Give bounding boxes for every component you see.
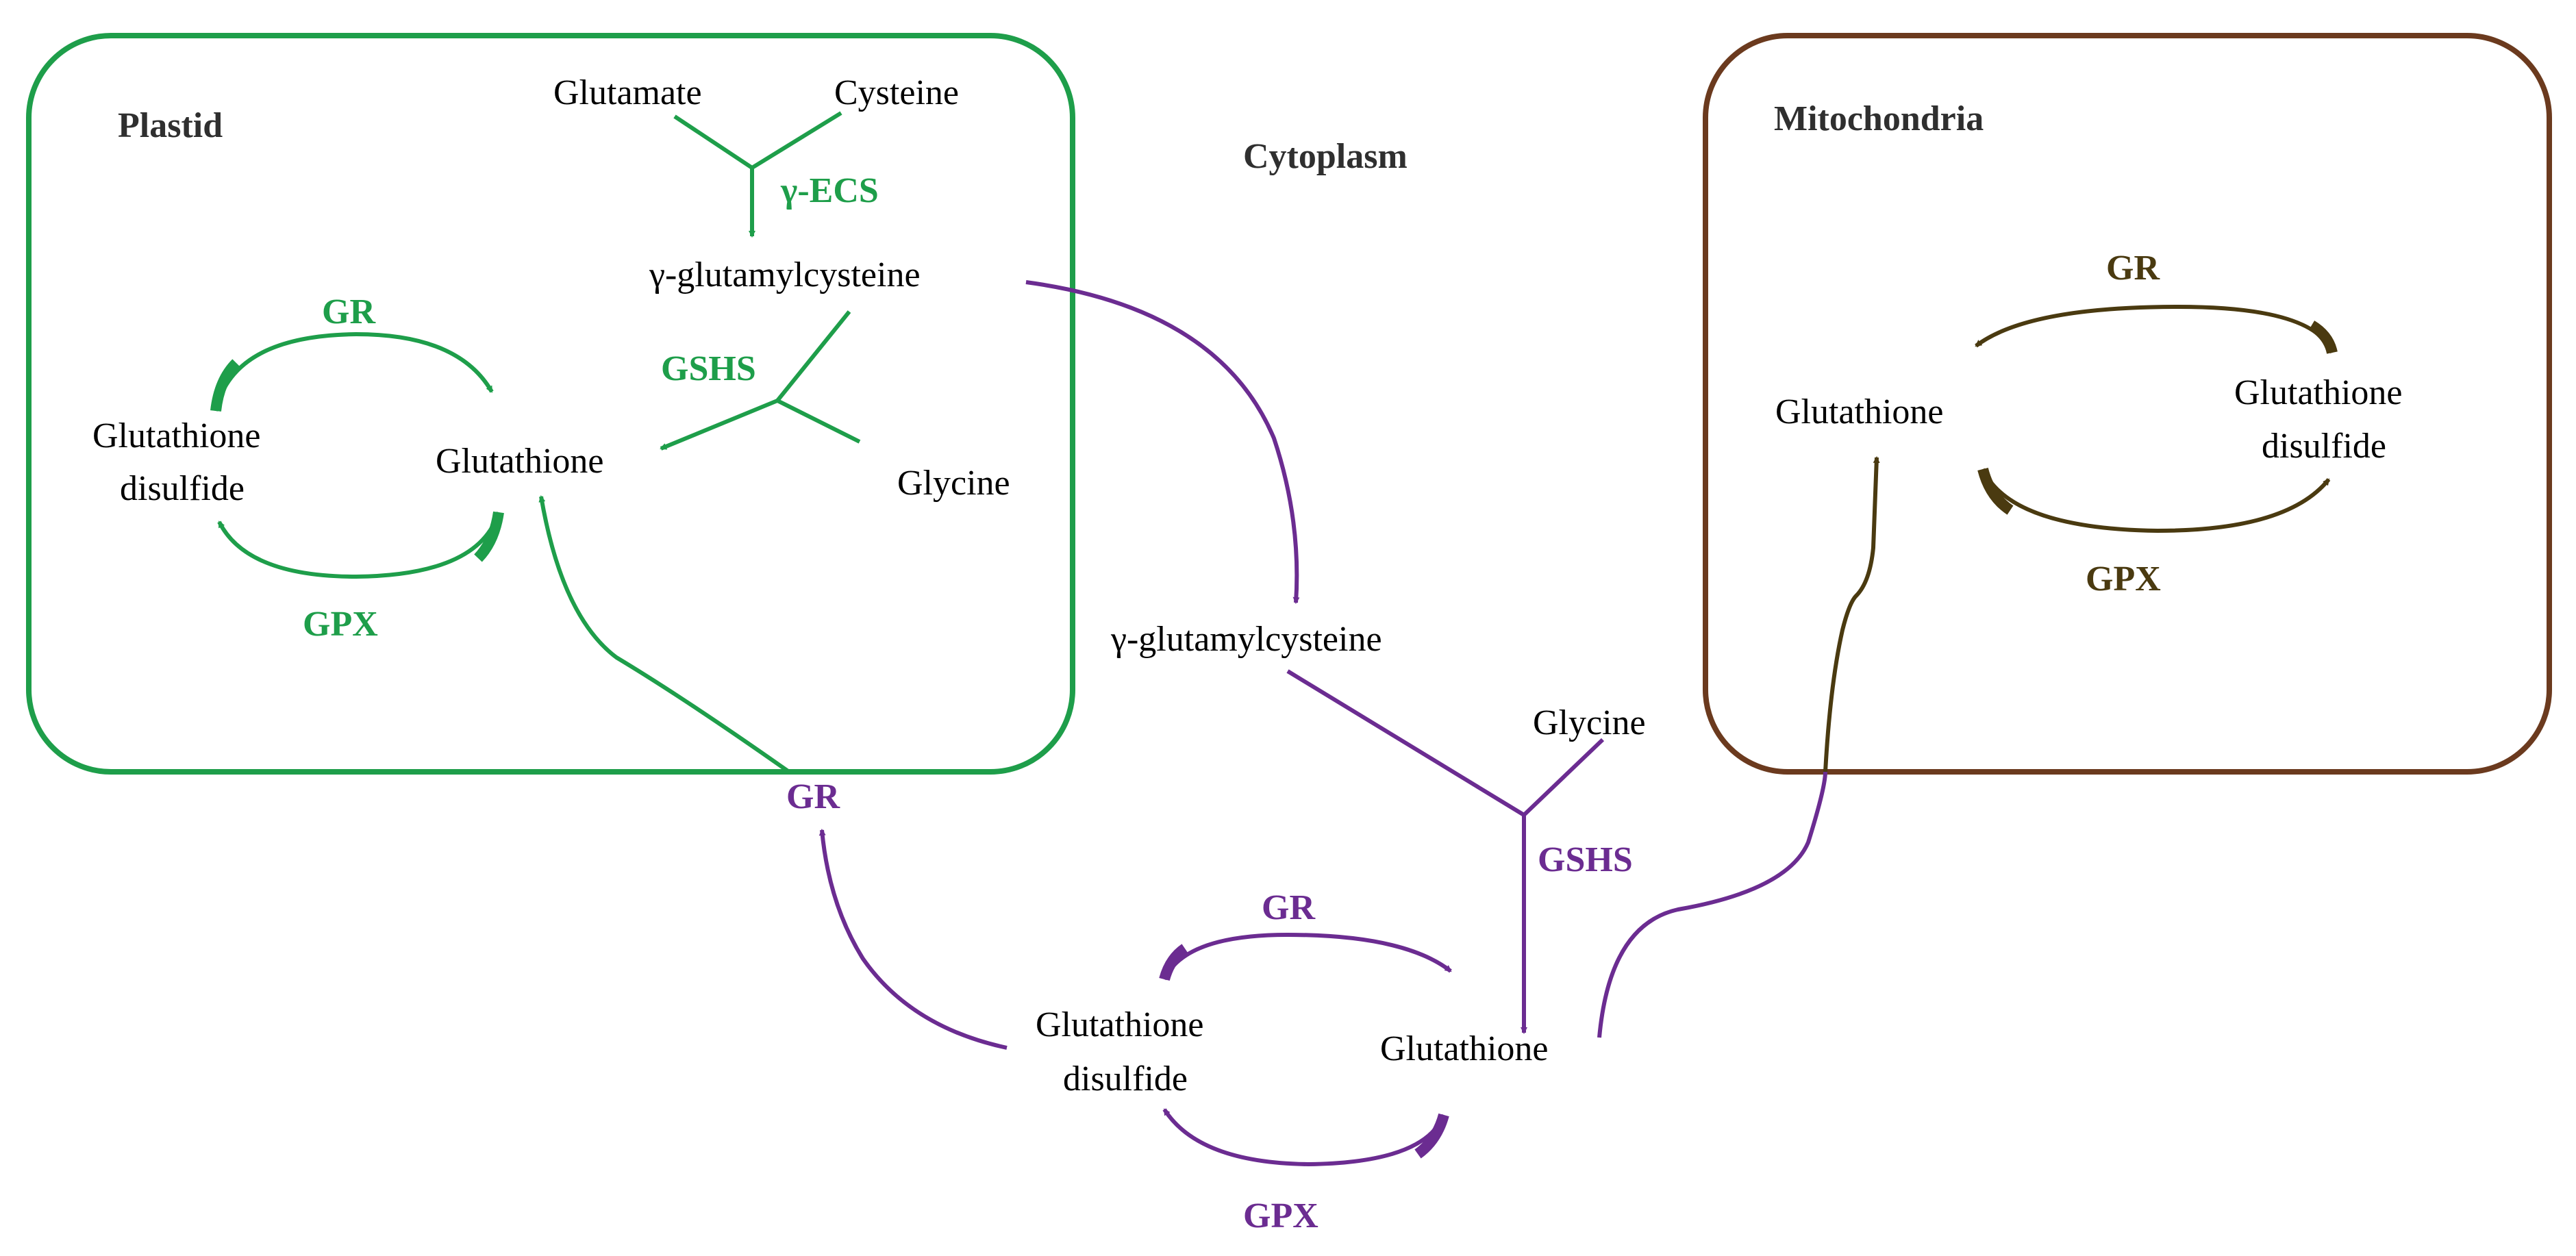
cytoplasm-pathway	[818, 280, 1827, 1167]
plastid-gpx-label: GPX	[303, 605, 378, 644]
plastid-gssg-line1: Glutathione	[92, 416, 261, 455]
cytoplasm-gamma-glutamylcysteine: γ-glutamylcysteine	[1110, 620, 1382, 659]
plastid-glycine: Glycine	[897, 464, 1010, 503]
mitochondria-pathway	[1823, 304, 2334, 773]
plastid-return-arrow	[538, 495, 790, 774]
cytoplasm-glycine: Glycine	[1533, 703, 1646, 742]
plastid-label: Plastid	[118, 106, 223, 145]
cytoplasm-to-plastid-arrow	[818, 829, 1008, 1050]
cytoplasm-label: Cytoplasm	[1243, 137, 1408, 176]
mitochondria-label: Mitochondria	[1774, 99, 1984, 138]
mitochondria-glutathione: Glutathione	[1775, 392, 1944, 431]
plastid-gamma-ecs-label: γ-ECS	[780, 171, 879, 210]
plastid-gr-arc-tail	[210, 359, 240, 412]
cytoplasm-gamma-glutamylcysteine-branch-line	[1286, 669, 1525, 817]
plastid-glutamate: Glutamate	[553, 73, 702, 112]
cytoplasm-gssg-line2: disulfide	[1063, 1059, 1188, 1098]
mitochondria-gr-arc	[1975, 304, 2334, 354]
plastid-gpx-arc-tail	[474, 511, 504, 562]
glycine-branch-line	[776, 399, 861, 444]
cytoplasm-gpx-arc	[1162, 1108, 1446, 1167]
mitochondria-gpx-arc-tail	[1977, 467, 2014, 515]
mitochondria-import-arrow	[1823, 456, 1880, 773]
cytoplasm-gpx-label: GPX	[1243, 1196, 1318, 1235]
glutamate-branch-line	[673, 114, 753, 170]
cytoplasm-gpx-arc-tail	[1414, 1113, 1449, 1159]
plastid-gr-arc	[214, 331, 494, 412]
mitochondria-compartment	[1703, 33, 2552, 775]
plastid-gpx-arc	[217, 512, 501, 579]
cysteine-branch-line	[751, 111, 842, 170]
cytoplasm-gr-arc	[1162, 932, 1452, 981]
plastid-gr-label: GR	[322, 292, 376, 331]
plastid-cysteine: Cysteine	[834, 73, 959, 112]
plastid-gshs-label: GSHS	[661, 349, 756, 388]
cytoplasm-gr-to-plastid-label: GR	[786, 777, 840, 816]
cytoplasm-glutathione: Glutathione	[1380, 1029, 1549, 1068]
cytoplasm-gr-label: GR	[1262, 888, 1316, 927]
plastid-compartment	[26, 33, 1075, 775]
mitochondria-gr-label: GR	[2106, 249, 2160, 288]
mitochondria-gpx-label: GPX	[2086, 560, 2161, 599]
gshs-arrow	[660, 399, 779, 451]
plastid-glutathione: Glutathione	[436, 442, 604, 481]
mitochondria-gssg-line2: disulfide	[2262, 427, 2386, 466]
cytoplasm-glycine-branch-line	[1522, 738, 1605, 817]
gamma-glutamylcysteine-branch-line	[775, 310, 851, 402]
cytoplasm-gr-arc-tail	[1159, 944, 1188, 981]
cytoplasm-to-mitochondria-line	[1597, 771, 1827, 1038]
plastid-gamma-glutamylcysteine: γ-glutamylcysteine	[649, 255, 921, 294]
gamma-glutamylcysteine-export-arrow	[1025, 280, 1300, 604]
cytoplasm-gssg-line1: Glutathione	[1036, 1005, 1204, 1044]
mitochondria-gpx-arc	[1981, 468, 2331, 533]
mitochondria-gssg-line1: Glutathione	[2234, 373, 2403, 412]
plastid-gssg-line2: disulfide	[120, 469, 245, 508]
cytoplasm-gshs-label: GSHS	[1538, 840, 1633, 879]
mitochondria-gr-arc-tail	[2308, 321, 2338, 354]
plastid-pathway	[214, 111, 861, 774]
